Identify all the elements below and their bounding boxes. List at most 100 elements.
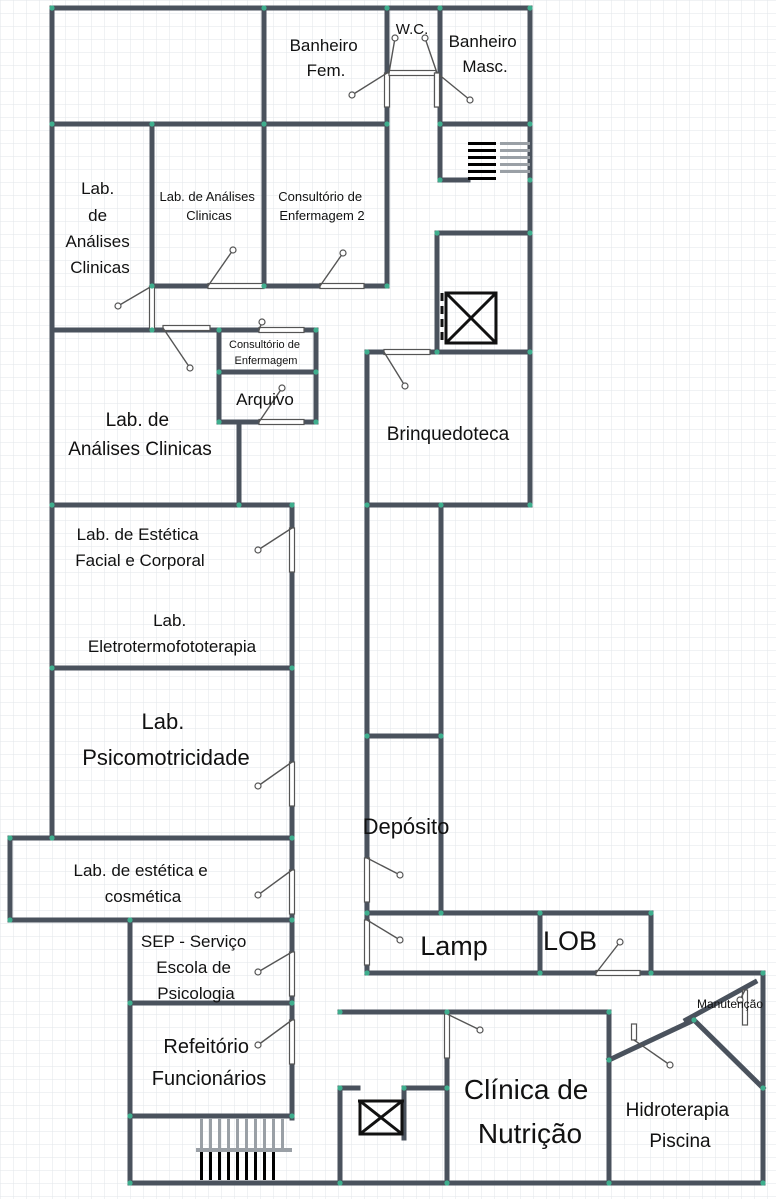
door[interactable] bbox=[254, 869, 296, 915]
wall-node bbox=[401, 1085, 407, 1091]
door[interactable] bbox=[383, 348, 431, 390]
room-label-lab-estetica-cosmetica: Lab. de estética e cosmética bbox=[74, 861, 213, 906]
door[interactable] bbox=[319, 249, 365, 290]
door[interactable] bbox=[363, 919, 404, 966]
wall-node bbox=[444, 1085, 450, 1091]
wall-node bbox=[149, 121, 155, 127]
stairs-bottom bbox=[196, 1118, 292, 1180]
wall-node bbox=[384, 121, 390, 127]
wall-node bbox=[216, 369, 222, 375]
door[interactable] bbox=[258, 318, 305, 334]
wall-node bbox=[434, 230, 440, 236]
wall-node bbox=[261, 5, 267, 11]
door[interactable] bbox=[421, 34, 441, 108]
wall-node bbox=[364, 502, 370, 508]
wall-node bbox=[216, 327, 222, 333]
room-label-hidroterapia: Hidroterapia Piscina bbox=[626, 1100, 735, 1152]
wall-segment bbox=[690, 1016, 767, 1092]
wall-node bbox=[648, 970, 654, 976]
wall-node bbox=[691, 1017, 697, 1023]
wall-node bbox=[648, 910, 654, 916]
room-label-lab-analises-1: Lab. de Análises Clinicas bbox=[66, 179, 135, 277]
wall-node bbox=[364, 970, 370, 976]
door[interactable] bbox=[254, 527, 296, 573]
room-label-arquivo: Arquivo bbox=[236, 390, 294, 409]
room-label-banheiro-fem: Banheiro Fem. bbox=[290, 36, 363, 80]
door[interactable] bbox=[162, 324, 211, 372]
wall-node bbox=[289, 502, 295, 508]
wall-node bbox=[127, 1000, 133, 1006]
room-label-lamp: Lamp bbox=[420, 931, 488, 961]
room-label-manutencao: Manutenção bbox=[697, 997, 763, 1011]
wall-node bbox=[606, 1009, 612, 1015]
wall-nodes bbox=[7, 5, 766, 1186]
door[interactable] bbox=[254, 1019, 296, 1065]
room-label-lab-estetica-facial: Lab. de Estética Facial e Corporal bbox=[75, 525, 204, 570]
room-label-deposito: Depósito bbox=[363, 814, 450, 839]
wall-node bbox=[760, 1085, 766, 1091]
wall-node bbox=[289, 917, 295, 923]
room-label-clinica-nutricao: Clínica de Nutrição bbox=[464, 1074, 596, 1149]
wall-node bbox=[444, 1180, 450, 1186]
door[interactable] bbox=[363, 857, 404, 903]
wall-node bbox=[527, 230, 533, 236]
wall-node bbox=[437, 5, 443, 11]
wall-node bbox=[437, 121, 443, 127]
room-label-lab-psicomotricidade: Lab. Psicomotricidade bbox=[82, 709, 250, 770]
room-label-sep: SEP - Serviço Escola de Psicologia bbox=[141, 932, 251, 1003]
wall-node bbox=[527, 502, 533, 508]
wall-node bbox=[127, 1113, 133, 1119]
wall-node bbox=[760, 1180, 766, 1186]
wall-node bbox=[7, 917, 13, 923]
room-label-lab-eletro: Lab. Eletrotermofototerapia bbox=[88, 611, 257, 656]
door[interactable] bbox=[258, 384, 305, 426]
door[interactable] bbox=[630, 1023, 674, 1069]
wall-node bbox=[527, 5, 533, 11]
wall-node bbox=[337, 1009, 343, 1015]
door[interactable] bbox=[736, 989, 749, 1026]
wall-node bbox=[537, 910, 543, 916]
door[interactable] bbox=[254, 761, 296, 807]
doors bbox=[114, 34, 749, 1069]
wall-node bbox=[527, 177, 533, 183]
wall-node bbox=[49, 5, 55, 11]
wall-node bbox=[49, 121, 55, 127]
wall-node bbox=[149, 327, 155, 333]
wall-node bbox=[49, 835, 55, 841]
wall-node bbox=[364, 349, 370, 355]
door[interactable] bbox=[595, 938, 641, 977]
wall-node bbox=[438, 502, 444, 508]
wall-node bbox=[438, 910, 444, 916]
room-label-wc: W.C. bbox=[396, 21, 429, 38]
wall-node bbox=[434, 349, 440, 355]
room-label-lob: LOB bbox=[543, 926, 597, 956]
wall-node bbox=[49, 502, 55, 508]
wall-node bbox=[364, 910, 370, 916]
wall-node bbox=[127, 917, 133, 923]
wall-node bbox=[760, 970, 766, 976]
wall-node bbox=[606, 1057, 612, 1063]
wall-node bbox=[49, 665, 55, 671]
wall-segment bbox=[682, 978, 759, 1024]
wall-node bbox=[313, 419, 319, 425]
wall-node bbox=[216, 419, 222, 425]
wall-node bbox=[127, 1180, 133, 1186]
wall-node bbox=[313, 327, 319, 333]
wall-node bbox=[289, 835, 295, 841]
wall-segment bbox=[605, 1016, 698, 1064]
elevator-top bbox=[440, 291, 498, 345]
elevator-bottom bbox=[358, 1099, 404, 1136]
door[interactable] bbox=[348, 72, 391, 108]
room-label-consultorio-enf: Consultório de Enfermagem bbox=[229, 339, 303, 367]
wall-node bbox=[313, 369, 319, 375]
door[interactable] bbox=[254, 951, 296, 997]
wall-node bbox=[606, 1180, 612, 1186]
wall-node bbox=[384, 283, 390, 289]
wall-node bbox=[384, 5, 390, 11]
wall-node bbox=[337, 1180, 343, 1186]
wall-node bbox=[289, 1113, 295, 1119]
room-label-refeitorio: Refeitório Funcionários bbox=[152, 1036, 267, 1090]
wall-node bbox=[289, 1000, 295, 1006]
wall-node bbox=[236, 502, 242, 508]
